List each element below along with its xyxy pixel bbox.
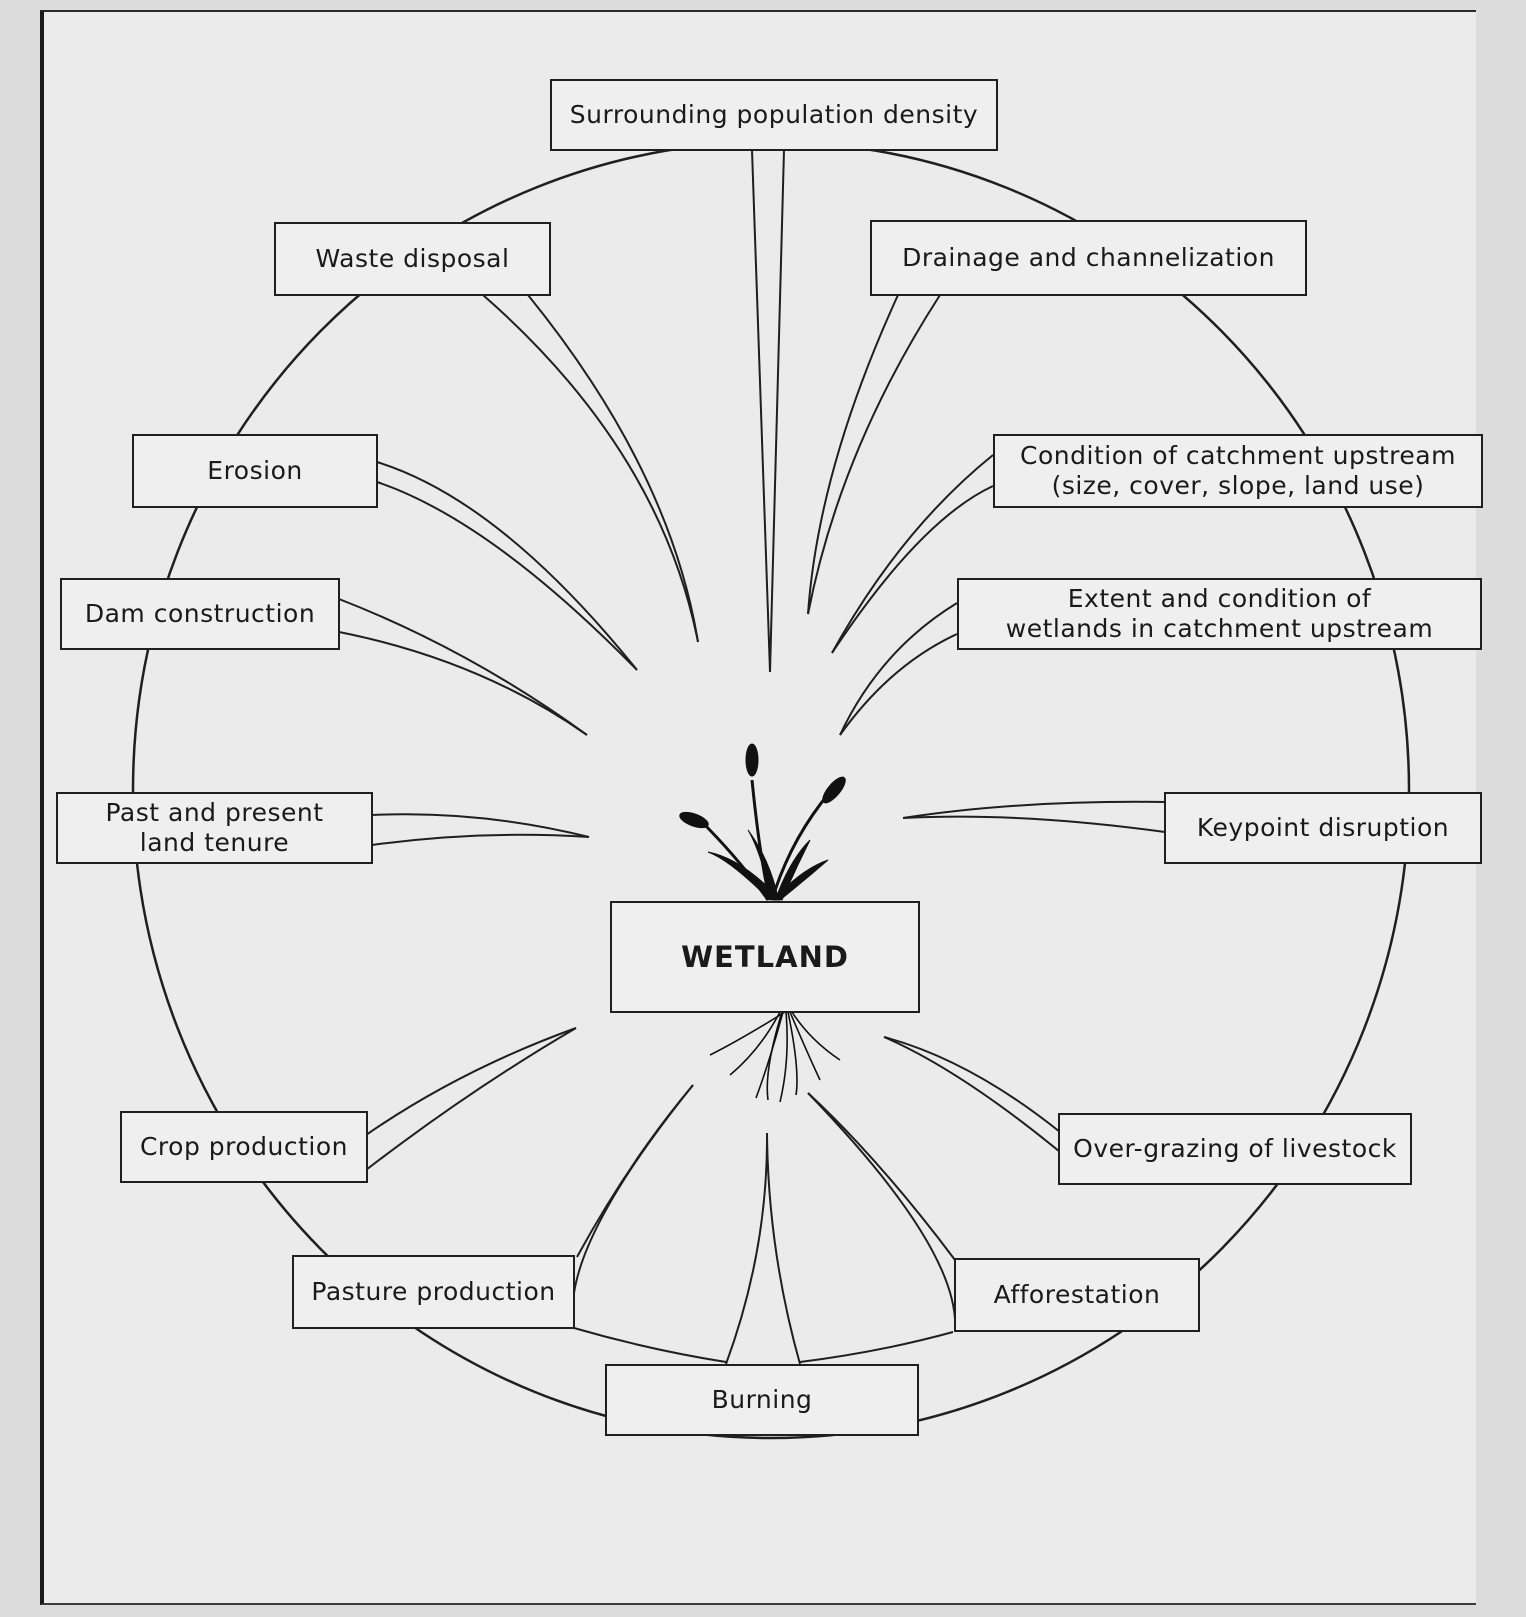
factor-erosion: Erosion	[132, 434, 378, 508]
factor-label: Past and present land tenure	[105, 798, 324, 857]
pointer-catchment-b	[831, 485, 994, 654]
pointer-wetlands-b	[839, 633, 958, 736]
factor-crop-production: Crop production	[120, 1111, 368, 1183]
factor-label: Extent and condition of wetlands in catc…	[1005, 584, 1434, 643]
factor-label: Surrounding population density	[569, 100, 979, 129]
pointer-dam-b	[338, 631, 588, 736]
wetland-center-box: WETLAND	[610, 901, 920, 1013]
factor-label: Dam construction	[84, 599, 316, 628]
factor-label: Condition of catchment upstream (size, c…	[1020, 441, 1456, 500]
factor-label: Drainage and channelization	[902, 243, 1275, 272]
factor-waste-disposal: Waste disposal	[274, 222, 551, 296]
pointer-crop-b	[365, 1027, 577, 1171]
pointer-drainage-b	[807, 294, 941, 615]
pointer-erosion-b	[376, 481, 638, 671]
factor-label: Over-grazing of livestock	[1073, 1134, 1397, 1163]
factor-label: Burning	[711, 1385, 813, 1414]
factor-surrounding-population-density: Surrounding population density	[550, 79, 998, 151]
wetland-plant-icon	[679, 743, 846, 901]
factor-afforestation: Afforestation	[954, 1258, 1200, 1332]
pointer-crop-a	[365, 1027, 577, 1136]
factor-label: Crop production	[139, 1132, 349, 1161]
pointer-dam-a	[338, 598, 588, 736]
pointer-waste-a	[482, 294, 699, 643]
pointer-burning-right	[799, 1331, 954, 1363]
pointer-grazing-b	[883, 1036, 1061, 1153]
pointer-burning-left	[573, 1327, 727, 1363]
pointer-waste-b	[527, 294, 699, 643]
pointer-keypoint-b	[902, 815, 1166, 833]
pointer-keypoint-a	[902, 800, 1166, 819]
pointer-grazing-a	[883, 1036, 1061, 1133]
connecting-circle	[131, 140, 1411, 1440]
factor-burning: Burning	[605, 1364, 919, 1436]
pointer-pasture-b	[571, 1084, 694, 1326]
pointer-afforestation-b	[807, 1092, 957, 1331]
pointer-catchment-a	[831, 454, 994, 654]
factor-pasture-production: Pasture production	[292, 1255, 575, 1329]
factor-label: Pasture production	[311, 1277, 556, 1306]
pointer-wetlands-a	[839, 602, 958, 736]
factor-past-and-present-land-tenure: Past and present land tenure	[56, 792, 373, 864]
factor-label: Afforestation	[993, 1280, 1161, 1309]
factor-label: Keypoint disruption	[1196, 813, 1450, 842]
wetland-label: WETLAND	[681, 940, 849, 974]
pointer-population	[751, 149, 785, 673]
pointer-tenure-a	[371, 813, 590, 838]
factor-label: Waste disposal	[315, 244, 510, 273]
pointer-erosion-a	[376, 461, 638, 671]
factor-over-grazing-of-livestock: Over-grazing of livestock	[1058, 1113, 1412, 1185]
pointer-drainage-a	[807, 294, 899, 615]
pointer-tenure-b	[371, 833, 590, 846]
pointer-afforestation-a	[807, 1092, 956, 1261]
factor-drainage-and-channelization: Drainage and channelization	[870, 220, 1307, 296]
factor-condition-of-catchment-upstream: Condition of catchment upstream (size, c…	[993, 434, 1483, 508]
factor-extent-and-condition-of-wetlands: Extent and condition of wetlands in catc…	[957, 578, 1482, 650]
pointer-burning	[725, 1132, 801, 1365]
factor-label: Erosion	[207, 456, 303, 485]
factor-dam-construction: Dam construction	[60, 578, 340, 650]
factor-keypoint-disruption: Keypoint disruption	[1164, 792, 1482, 864]
wetland-roots-icon	[709, 1011, 841, 1103]
pointer-wedges	[338, 149, 1166, 1365]
